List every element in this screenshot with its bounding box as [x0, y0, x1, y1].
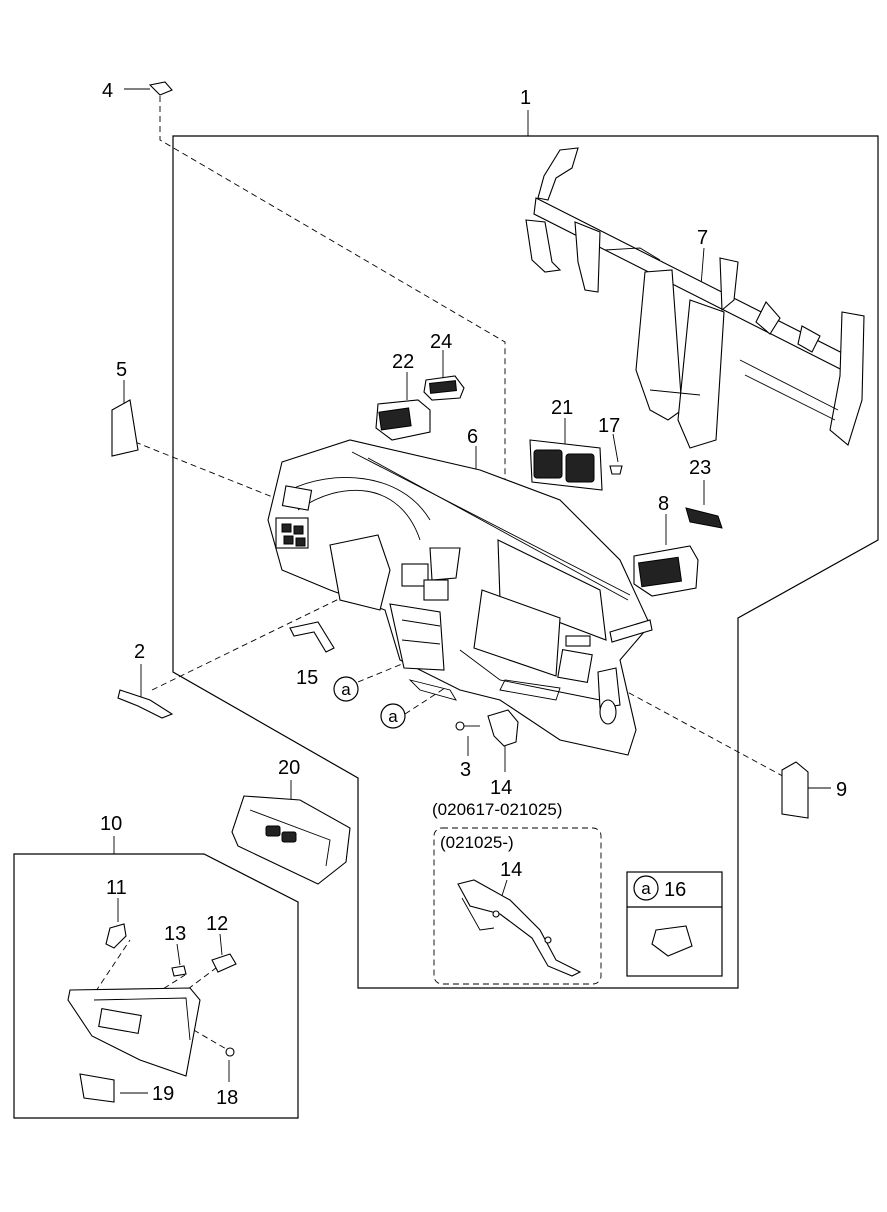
callout-2: 2: [134, 641, 145, 663]
screw-part-17: [609, 465, 623, 475]
assembly-frame: [172, 135, 879, 989]
callout-1: 1: [520, 87, 531, 109]
vent-part-24: [423, 375, 465, 401]
callout-7: 7: [697, 227, 708, 249]
glove-box-part: [67, 987, 201, 1077]
callout-14-first: 14: [490, 777, 512, 799]
marker-a-2: a: [380, 703, 406, 729]
damper-part-12: [211, 953, 237, 973]
grille-part-23: [685, 507, 723, 529]
callout-22: 22: [392, 351, 414, 373]
bolt-part-3: [455, 721, 480, 731]
callout-6: 6: [467, 426, 478, 448]
callout-21: 21: [551, 397, 573, 419]
callout-19: 19: [152, 1083, 174, 1105]
clip-part-16: [651, 925, 693, 957]
bracket-part-2: [117, 689, 174, 719]
callout-8: 8: [658, 493, 669, 515]
solid-leaders: [113, 88, 831, 1094]
side-cover-part-9: [781, 761, 809, 819]
svg-text:a: a: [388, 707, 398, 726]
vent-part-21: [529, 439, 603, 491]
bracket-part-14: [487, 709, 519, 747]
callout-17: 17: [598, 415, 620, 437]
callout-14-second: 14: [500, 859, 522, 881]
vent-part-22: [375, 399, 431, 441]
cluster-hood-part-20: [231, 795, 351, 885]
revision-box: [433, 827, 602, 985]
callout-20: 20: [278, 757, 300, 779]
bracket-part-19: [79, 1073, 115, 1103]
glove-box-frame: [13, 853, 299, 1119]
callout-16: 16: [664, 879, 686, 901]
date-range-second: (021025-): [440, 833, 514, 852]
callout-11: 11: [106, 877, 127, 899]
part-16-box: [626, 871, 723, 977]
dashboard-panel-part-6: [267, 439, 653, 756]
callout-10: 10: [100, 813, 122, 835]
bolt-part-13: [171, 965, 187, 977]
callout-9: 9: [836, 779, 847, 801]
svg-text:a: a: [341, 680, 351, 699]
callout-13: 13: [164, 923, 186, 945]
duct-part-15: [289, 621, 335, 653]
date-range-first: (020617-021025): [432, 800, 562, 819]
nut-part-18: [225, 1047, 235, 1057]
callout-5: 5: [116, 359, 127, 381]
marker-a-1: a: [333, 676, 359, 702]
vent-part-8: [633, 545, 699, 597]
side-cover-part-5: [111, 399, 139, 457]
svg-text:a: a: [641, 879, 651, 898]
callout-23: 23: [689, 457, 711, 479]
callout-24: 24: [430, 331, 452, 353]
callout-3: 3: [460, 759, 471, 781]
callout-15: 15: [296, 667, 318, 689]
callout-18: 18: [216, 1087, 238, 1109]
callout-12: 12: [206, 913, 228, 935]
bracket-part-14-revised: [457, 879, 582, 977]
marker-a-3: a: [633, 875, 659, 901]
crossmember-part-7: [525, 147, 865, 449]
lock-part-11: [105, 923, 127, 949]
callout-4: 4: [102, 80, 113, 102]
clip-part-4: [148, 81, 173, 96]
